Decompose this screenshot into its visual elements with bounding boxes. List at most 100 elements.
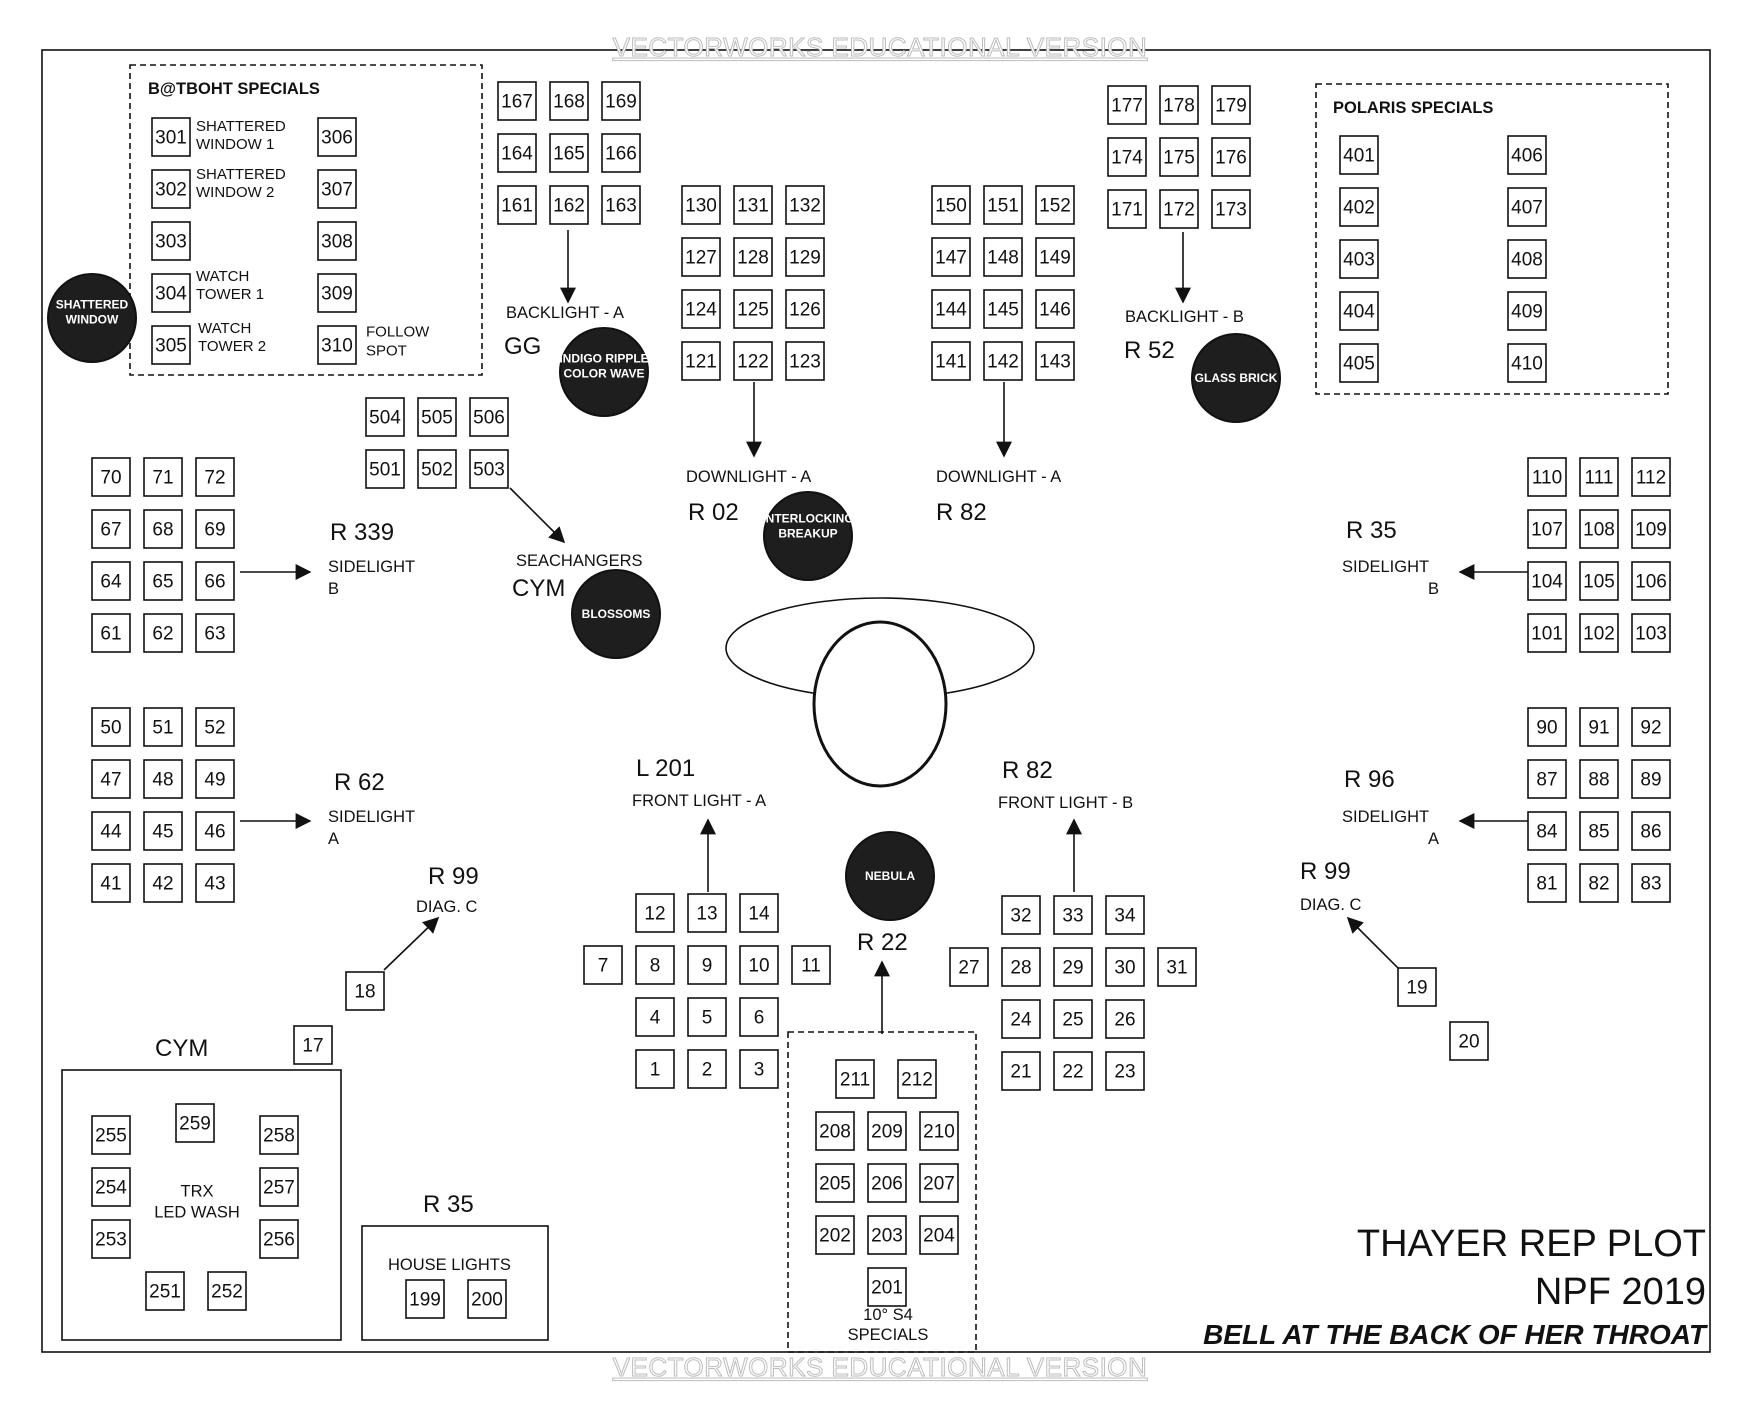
- channel-box-212: 212: [897, 1059, 937, 1099]
- channel-box-33: 33: [1053, 895, 1093, 935]
- channel-box-257: 257: [259, 1167, 299, 1207]
- channel-box-13: 13: [687, 893, 727, 933]
- channel-box-outline: [1527, 457, 1567, 497]
- channel-box-outline: [91, 1167, 131, 1207]
- channel-box-128: 128: [733, 237, 773, 277]
- channel-box-301: 301: [151, 117, 191, 157]
- channel-box-52: 52: [195, 707, 235, 747]
- sidelight-a-right-letter: A: [1428, 830, 1439, 848]
- channel-number: 252: [211, 1282, 243, 1303]
- channel-box-outline: [151, 221, 191, 261]
- channel-box-66: 66: [195, 561, 235, 601]
- channel-number: 46: [204, 822, 225, 843]
- channel-box-87: 87: [1527, 759, 1567, 799]
- channel-box-110: 110: [1527, 457, 1567, 497]
- channel-box-164: 164: [497, 133, 537, 173]
- channel-box-outline: [785, 341, 825, 381]
- sidelight-a-right-label: SIDELIGHT: [1342, 808, 1429, 826]
- channel-box-8: 8: [635, 945, 675, 985]
- channel-box-108: 108: [1579, 509, 1619, 549]
- channel-box-outline: [497, 81, 537, 121]
- channel-box-253: 253: [91, 1219, 131, 1259]
- channel-box-85: 85: [1579, 811, 1619, 851]
- channel-number: 5: [702, 1008, 713, 1029]
- channel-box-209: 209: [867, 1111, 907, 1151]
- channel-number: 168: [553, 92, 585, 113]
- channel-box-30: 30: [1105, 947, 1145, 987]
- channel-number: 145: [987, 300, 1019, 321]
- gobo-glass-brick-label: GLASS BRICK: [1195, 371, 1278, 385]
- r35-sidelight-label: R 35: [1346, 517, 1397, 544]
- gg-label: GG: [504, 333, 541, 360]
- channel-box-outline: [497, 133, 537, 173]
- channel-box-outline: [1631, 561, 1671, 601]
- channel-number: 132: [789, 196, 821, 217]
- channel-box-503: 503: [469, 449, 509, 489]
- channel-box-26: 26: [1105, 999, 1145, 1039]
- channel-number: 251: [149, 1282, 181, 1303]
- channel-box-69: 69: [195, 509, 235, 549]
- channel-number: 52: [204, 718, 225, 739]
- channel-box-outline: [739, 893, 779, 933]
- channel-number: 91: [1588, 718, 1609, 739]
- channel-box-outline: [549, 81, 589, 121]
- channel-number: 403: [1343, 250, 1375, 271]
- channel-box-outline: [469, 449, 509, 489]
- channel-box-outline: [983, 341, 1023, 381]
- channel-box-179: 179: [1211, 85, 1251, 125]
- channel-box-82: 82: [1579, 863, 1619, 903]
- channel-number: 109: [1635, 520, 1667, 541]
- channel-box-169: 169: [601, 81, 641, 121]
- channel-number: 307: [321, 180, 353, 201]
- channel-box-outline: [983, 289, 1023, 329]
- channel-box-outline: [815, 1111, 855, 1151]
- channel-number: 144: [935, 300, 967, 321]
- downlight-a-right-label: DOWNLIGHT - A: [936, 468, 1061, 486]
- channel-number: 49: [204, 770, 225, 791]
- channel-box-outline: [497, 185, 537, 225]
- channel-box-outline: [687, 1049, 727, 1089]
- channel-box-129: 129: [785, 237, 825, 277]
- channel-box-outline: [1507, 291, 1547, 331]
- channel-box-167: 167: [497, 81, 537, 121]
- channel-box-258: 258: [259, 1115, 299, 1155]
- plot-title: THAYER REP PLOT: [1357, 1223, 1706, 1265]
- channel-box-505: 505: [417, 397, 457, 437]
- channel-box-252: 252: [207, 1271, 247, 1311]
- channel-box-outline: [195, 811, 235, 851]
- channel-number: 88: [1588, 770, 1609, 791]
- channel-number: 402: [1343, 198, 1375, 219]
- channel-number: 44: [100, 822, 122, 843]
- channel-number: 166: [605, 144, 637, 165]
- sidelight-b-right-label: SIDELIGHT: [1342, 558, 1429, 576]
- channel-box-outline: [739, 997, 779, 1037]
- channel-box-161: 161: [497, 185, 537, 225]
- channel-box-207: 207: [919, 1163, 959, 1203]
- cym-area: [61, 1069, 342, 1341]
- channel-number: 26: [1114, 1010, 1135, 1031]
- channel-box-outline: [1579, 811, 1619, 851]
- channel-number: 110: [1532, 468, 1562, 489]
- channel-box-81: 81: [1527, 863, 1567, 903]
- channel-box-259: 259: [175, 1103, 215, 1143]
- channel-box-9: 9: [687, 945, 727, 985]
- channel-box-outline: [195, 613, 235, 653]
- channel-box-outline: [601, 81, 641, 121]
- channel-box-outline: [143, 457, 183, 497]
- channel-number: 63: [204, 624, 225, 645]
- channel-box-163: 163: [601, 185, 641, 225]
- channel-number: 406: [1511, 146, 1543, 167]
- channel-number: 256: [263, 1230, 295, 1251]
- channel-number: 33: [1062, 906, 1083, 927]
- channel-box-24: 24: [1001, 999, 1041, 1039]
- channel-box-146: 146: [1035, 289, 1075, 329]
- channel-box-29: 29: [1053, 947, 1093, 987]
- channel-number: 177: [1111, 96, 1143, 117]
- channel-number: 62: [152, 624, 173, 645]
- channel-box-outline: [91, 613, 131, 653]
- channel-number: 29: [1062, 958, 1083, 979]
- channel-box-outline: [143, 707, 183, 747]
